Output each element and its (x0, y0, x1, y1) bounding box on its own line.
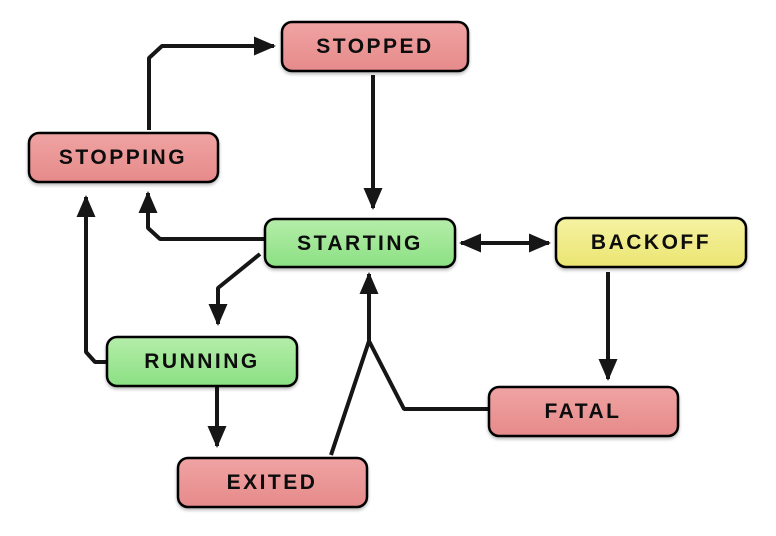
node-stopping-box (27, 131, 220, 184)
node-starting-label: STARTING (297, 232, 423, 255)
edge-running-to-stopping (76, 195, 107, 364)
node-backoff-label: BACKOFF (591, 231, 711, 254)
node-stopping: STOPPING (27, 131, 220, 184)
node-exited-label: EXITED (227, 471, 318, 494)
node-running: RUNNING (105, 335, 299, 388)
node-stopped-label: STOPPED (316, 35, 433, 58)
node-fatal-label: FATAL (544, 400, 621, 423)
node-stopped: STOPPED (280, 20, 470, 73)
node-backoff: BACKOFF (554, 216, 748, 269)
node-exited: EXITED (176, 456, 369, 509)
node-fatal-box (487, 385, 680, 438)
node-running-label: RUNNING (144, 350, 260, 373)
edge-fatal-to-starting-tail (367, 340, 489, 411)
node-backoff-box (554, 216, 748, 269)
nodes-layer: STOPPED STOPPING STARTING BACKOFF RUNNIN… (27, 20, 748, 509)
edge-exited-to-starting-tail (329, 340, 371, 456)
node-starting-box (263, 217, 457, 269)
edge-starting-to-running (208, 252, 262, 326)
edges-layer (76, 36, 618, 456)
node-stopped-box (280, 20, 470, 73)
edge-stopping-to-stopped (147, 36, 276, 130)
node-stopping-label: STOPPING (59, 146, 187, 169)
node-running-box (105, 335, 299, 388)
node-fatal: FATAL (487, 385, 680, 438)
node-starting: STARTING (263, 217, 457, 269)
edge-starting-to-stopping (138, 191, 265, 241)
node-exited-box (176, 456, 369, 509)
